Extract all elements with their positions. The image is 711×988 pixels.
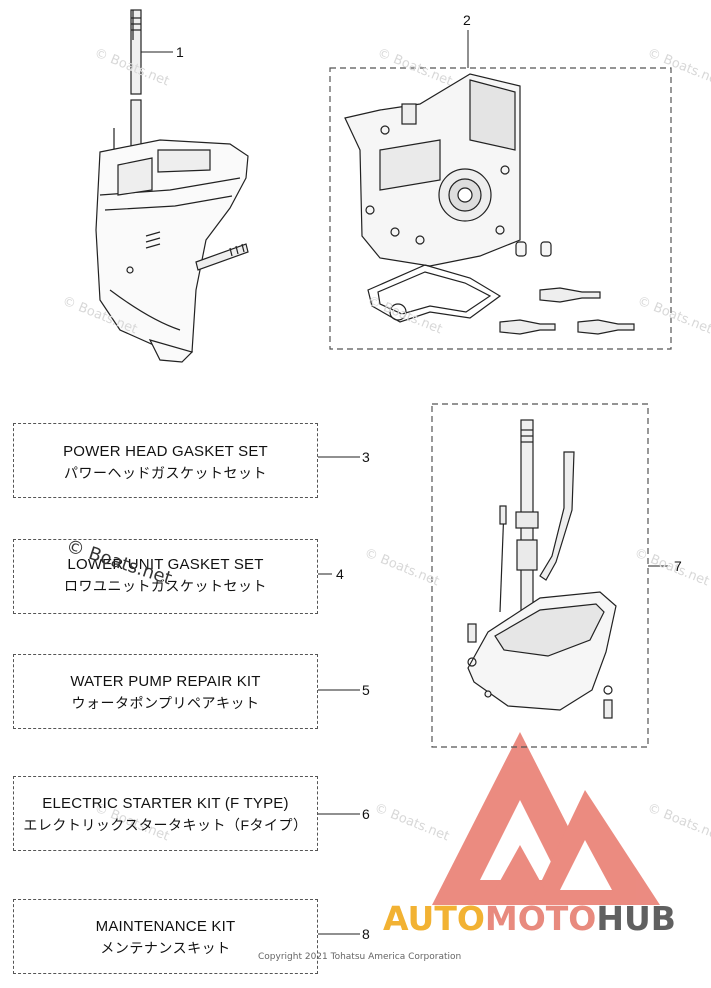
leader-lines: [141, 30, 670, 935]
drive-shaft-drawing: [467, 419, 617, 719]
copyright-text: Copyright 2021 Tohatsu America Corporati…: [258, 952, 462, 962]
callout-number: 4: [336, 566, 344, 582]
kit-title-en: ELECTRIC STARTER KIT (F TYPE): [42, 795, 289, 812]
power-head-group-frame: [329, 67, 672, 350]
callout-number: 2: [463, 12, 471, 28]
kit-title-ja: エレクトリックスタータキット（Fタイプ）: [23, 817, 308, 833]
automotohub-logo-icon: [432, 732, 660, 905]
kit-box-power-head-gasket[interactable]: POWER HEAD GASKET SET パワーヘッドガスケットセット: [13, 423, 318, 498]
kit-title-ja: パワーヘッドガスケットセット: [64, 465, 267, 481]
gear-case-drawing: [95, 9, 249, 363]
callout-number: 5: [362, 682, 370, 698]
kit-title-en: MAINTENANCE KIT: [95, 918, 236, 935]
callout-number: 1: [176, 44, 184, 60]
kit-box-lower-unit-gasket[interactable]: LOWER UNIT GASKET SET ロワユニットガスケットセット: [13, 539, 318, 614]
power-head-drawing: [344, 73, 635, 335]
kit-title-ja: ウォータポンプリペアキット: [71, 695, 260, 711]
callout-number: 8: [362, 926, 370, 942]
kit-box-maintenance[interactable]: MAINTENANCE KIT メンテナンスキット: [13, 899, 318, 974]
kit-box-electric-starter[interactable]: ELECTRIC STARTER KIT (F TYPE) エレクトリックスター…: [13, 776, 318, 851]
brand-part-moto: MOTO: [484, 899, 597, 938]
brand-part-hub: HUB: [596, 899, 676, 938]
brand-logo-text: AUTOMOTOHUB: [383, 902, 676, 935]
brand-part-auto: AUTO: [383, 899, 485, 938]
kit-title-en: POWER HEAD GASKET SET: [63, 443, 268, 460]
callout-number: 6: [362, 806, 370, 822]
kit-title-ja: メンテナンスキット: [100, 940, 231, 956]
kit-title-en: LOWER UNIT GASKET SET: [67, 556, 264, 573]
callout-number: 7: [674, 558, 682, 574]
kit-title-ja: ロワユニットガスケットセット: [64, 578, 267, 594]
callout-number: 3: [362, 449, 370, 465]
kit-box-water-pump-repair[interactable]: WATER PUMP REPAIR KIT ウォータポンプリペアキット: [13, 654, 318, 729]
kit-title-en: WATER PUMP REPAIR KIT: [70, 673, 261, 690]
